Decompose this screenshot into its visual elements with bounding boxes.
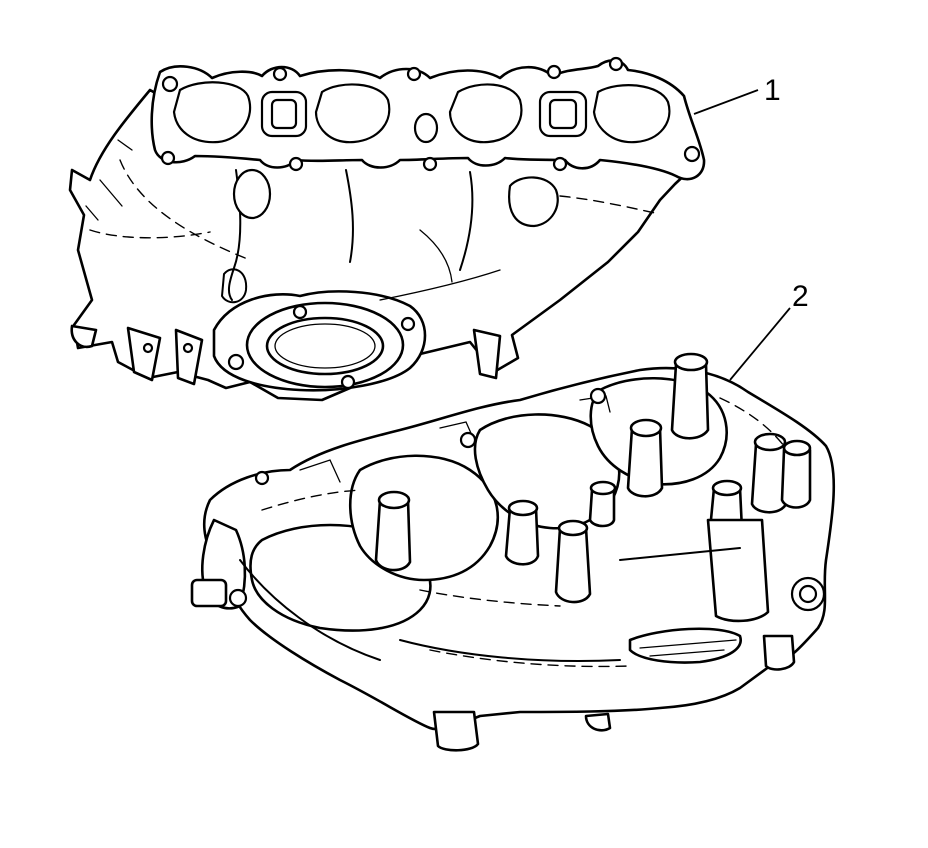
callout-1-label: 1 xyxy=(764,74,781,107)
callout-1-leader xyxy=(693,89,759,115)
upper-intake-manifold-illustration xyxy=(68,56,706,402)
callout-2-leader xyxy=(729,307,791,381)
callout-2-label: 2 xyxy=(792,280,809,313)
lower-intake-manifold-illustration xyxy=(190,352,836,752)
callout-2: 2 xyxy=(729,280,809,381)
callout-1: 1 xyxy=(693,74,781,115)
